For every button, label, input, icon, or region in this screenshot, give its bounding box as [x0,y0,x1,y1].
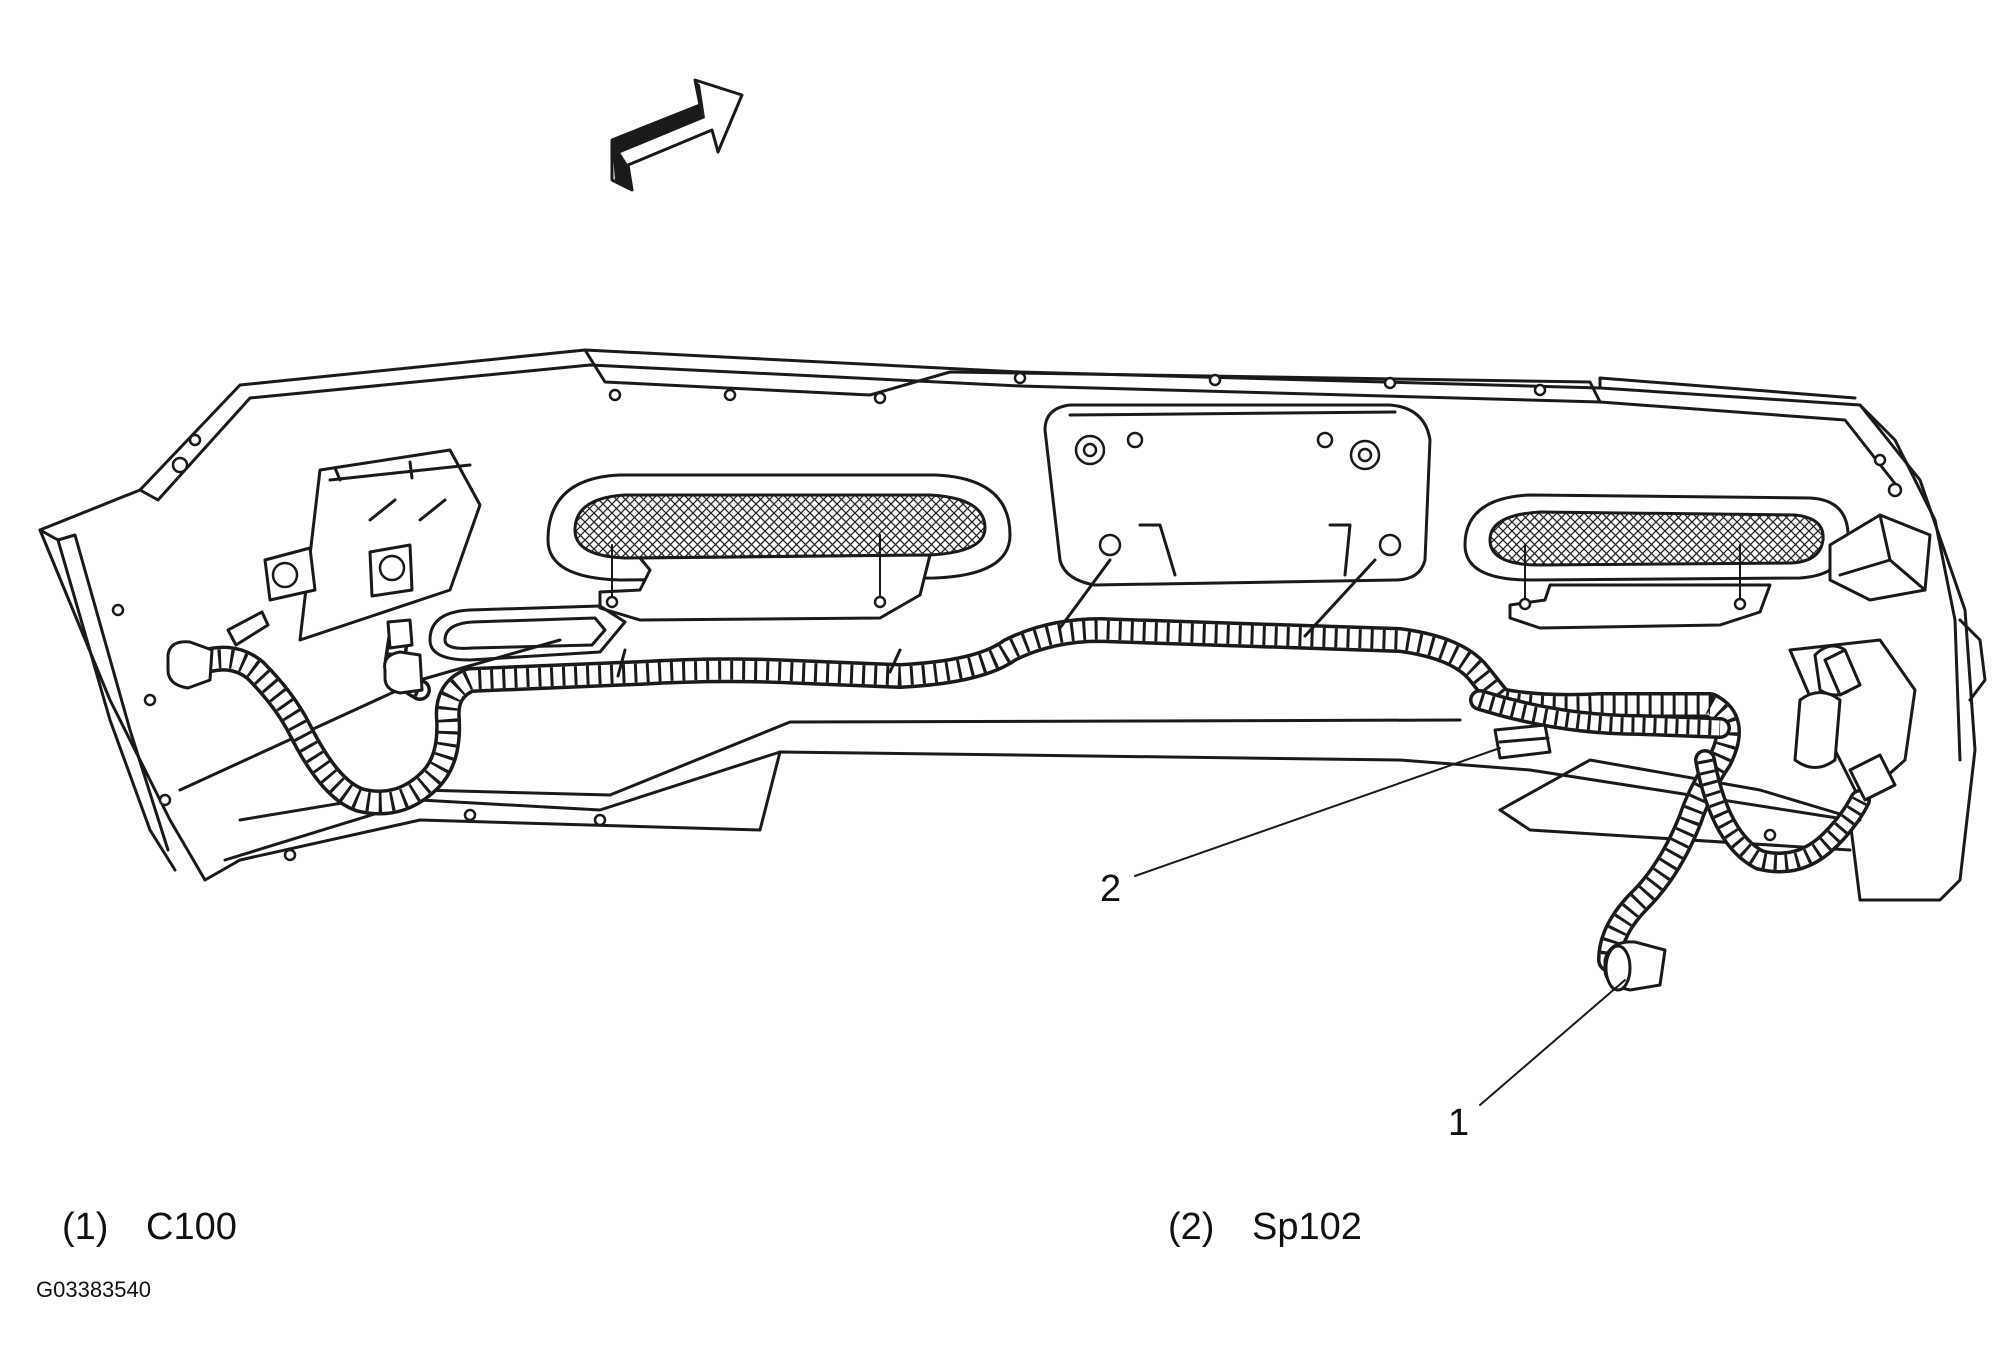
callout-2-leader-line [1134,747,1501,877]
legend-item-1-number: (1) [62,1206,109,1248]
legend-item-2-number: (2) [1168,1206,1215,1248]
bumper-fascia [38,348,1987,902]
left-bracket [428,604,627,662]
front-direction-arrow-icon [610,78,744,192]
wiring-harness [182,558,1871,973]
splice-sp102-block [1493,723,1552,760]
legend-item-2-label: Sp102 [1252,1206,1362,1248]
legend-item-1-label: C100 [146,1206,237,1248]
connector-c100 [1603,940,1667,992]
callout-1-number: 1 [1448,1102,1470,1144]
callout-2-number: 2 [1100,868,1122,910]
left-grille [546,473,1012,622]
right-grille [1463,493,1850,630]
left-lamp-housing [263,448,482,642]
harness-connectors [166,610,1897,802]
license-plate-mount [1043,403,1432,587]
figure-id: G03383540 [36,1277,151,1302]
callout-1-leader-line [1479,979,1626,1106]
